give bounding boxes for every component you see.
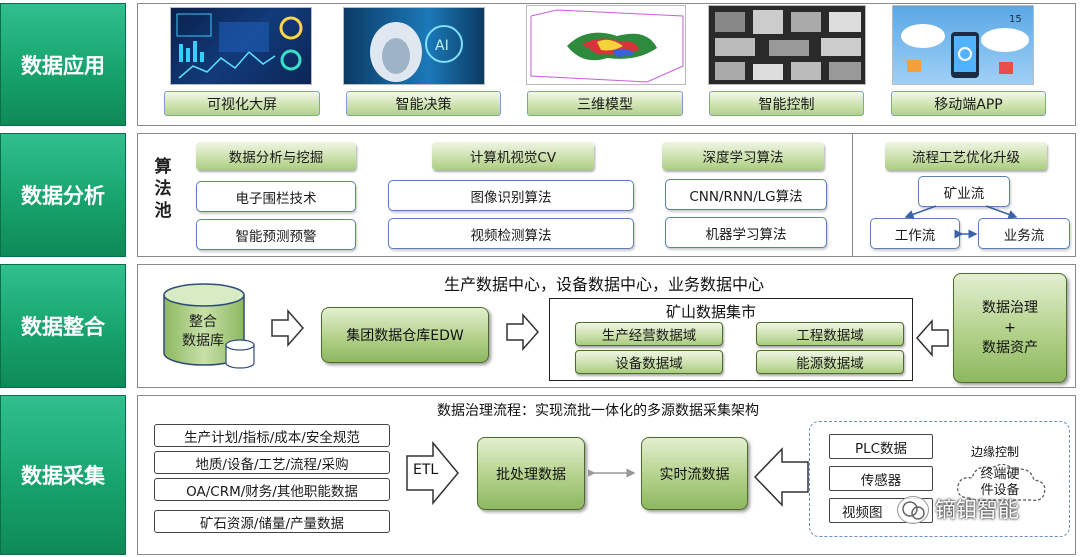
flow-mining: 矿业流 — [918, 176, 1010, 207]
layer-label-analysis: 数据分析 — [0, 133, 126, 257]
group-header-data-mining: 数据分析与挖掘 — [196, 142, 356, 170]
edge-plc-data: PLC数据 — [829, 434, 933, 459]
svg-text:15: 15 — [1009, 14, 1022, 25]
domain-production: 生产经营数据域 — [575, 322, 723, 346]
app-label-control: 智能控制 — [709, 91, 864, 116]
app-label-decision: 智能决策 — [346, 91, 501, 116]
algo-smart-warning: 智能预测预警 — [196, 219, 356, 250]
batch-stream-link — [588, 468, 636, 478]
integration-title: 生产数据中心，设备数据中心，业务数据中心 — [444, 275, 765, 294]
domain-engineering: 工程数据域 — [756, 322, 904, 346]
data-mart-title: 矿山数据集市 — [666, 303, 757, 321]
arrow-db-to-edw — [271, 309, 305, 347]
analysis-divider — [852, 134, 853, 256]
app-label-dashboard: 可视化大屏 — [164, 91, 320, 116]
svg-text:AI: AI — [435, 38, 449, 54]
process-optimization-header: 流程工艺优化升级 — [885, 142, 1047, 170]
layer-label-application: 数据应用 — [0, 3, 126, 126]
source-ore-reserves: 矿石资源/储量/产量数据 — [154, 510, 390, 533]
layer-label-integration: 数据整合 — [0, 264, 126, 388]
collection-title: 数据治理流程：实现流批一体化的多源数据采集架构 — [437, 403, 759, 419]
3d-model-thumbnail-icon — [526, 5, 686, 85]
source-oa-crm: OA/CRM/财务/其他职能数据 — [154, 478, 390, 501]
edge-control-region — [809, 421, 1070, 537]
algo-video-detection: 视频检测算法 — [388, 218, 634, 249]
source-production-plan: 生产计划/指标/成本/安全规范 — [154, 424, 390, 447]
dashboard-thumbnail-icon — [170, 7, 312, 85]
wechat-logo-icon — [897, 496, 929, 524]
edge-control-title: 边缘控制 — [971, 445, 1020, 459]
watermark-text: 镝钼智能 — [935, 498, 1019, 522]
edw-box: 集团数据仓库EDW — [321, 307, 489, 363]
source-geology: 地质/设备/工艺/流程/采购 — [154, 451, 390, 474]
flow-arrows — [904, 205, 1018, 239]
layer-label-collection: 数据采集 — [0, 395, 126, 555]
flow-work: 工作流 — [870, 218, 960, 249]
app-label-3d-model: 三维模型 — [527, 91, 683, 116]
realtime-stream-box: 实时流数据 — [641, 437, 748, 510]
algo-cnn-rnn: CNN/RNN/LG算法 — [665, 179, 827, 210]
group-header-deep-learning: 深度学习算法 — [662, 142, 824, 170]
terminal-device-label: 终端硬 件设备 — [980, 467, 1020, 498]
app-label-mobile-app: 移动端APP — [891, 91, 1046, 116]
integration-database-label: 整合 数据库 — [182, 314, 224, 349]
etl-arrow — [406, 440, 459, 506]
group-header-computer-vision: 计算机视觉CV — [432, 142, 594, 170]
mobile-app-thumbnail-icon: 15 — [892, 5, 1034, 85]
arrow-governance-to-mart — [915, 319, 949, 357]
flow-business: 业务流 — [978, 218, 1070, 249]
etl-label: ETL — [413, 462, 439, 478]
governance-box: 数据治理 + 数据资产 — [953, 273, 1067, 383]
integration-database-icon — [163, 283, 255, 369]
arrow-edw-to-mart — [506, 313, 540, 351]
domain-energy: 能源数据域 — [756, 350, 904, 374]
algorithm-pool-title: 算法池 — [154, 157, 172, 221]
control-devices-thumbnail-icon — [708, 5, 866, 85]
arrow-edge-to-stream — [753, 447, 809, 507]
batch-processing-box: 批处理数据 — [477, 437, 585, 510]
terminal-cloud-icon — [957, 463, 1046, 501]
edge-sensor: 传感器 — [829, 466, 933, 491]
algo-electronic-fence: 电子围栏技术 — [196, 181, 356, 212]
ai-robot-thumbnail-icon: AI — [343, 7, 485, 85]
algo-machine-learning: 机器学习算法 — [665, 217, 827, 248]
algo-image-recognition: 图像识别算法 — [388, 180, 634, 211]
domain-equipment: 设备数据域 — [575, 350, 723, 374]
